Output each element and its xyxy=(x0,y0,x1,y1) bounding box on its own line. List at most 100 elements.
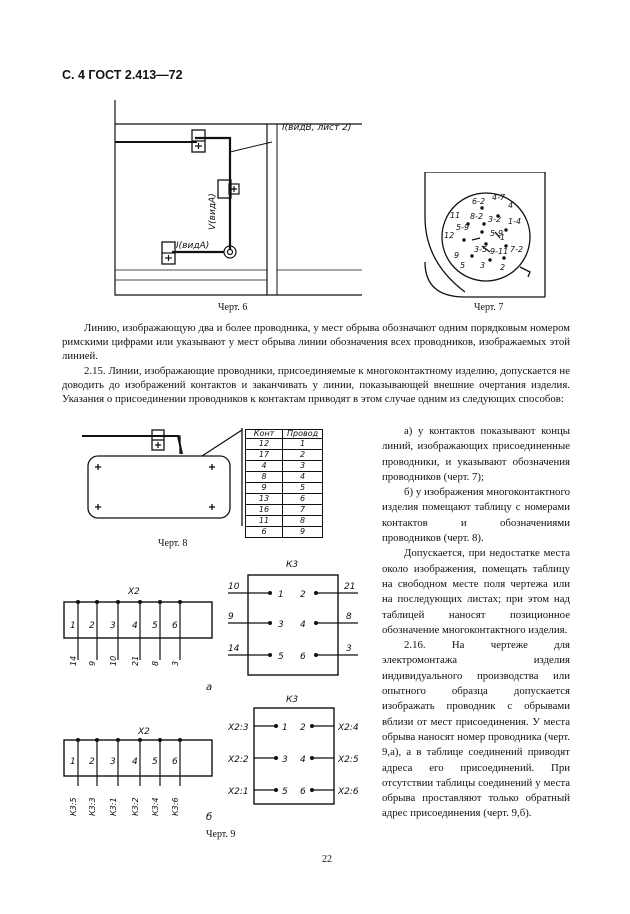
k3-contact: 4 xyxy=(300,620,306,630)
fig6-label-top: I(видВ, лист 2) xyxy=(282,123,351,133)
x2-contact: 1 xyxy=(70,621,76,631)
x2-contact: 6 xyxy=(172,621,178,631)
k3-wire-label: 14 xyxy=(228,644,240,654)
k3-contact: 6 xyxy=(300,652,306,662)
x2-contact: 2 xyxy=(89,757,95,767)
fig7-mark: 1-4 xyxy=(508,217,521,226)
x2-address-label: К3:3 xyxy=(88,797,97,816)
k3-address-label: Х2:6 xyxy=(337,787,359,797)
item-a: а) у контактов показывают концы линий, и… xyxy=(382,424,570,485)
x2-contact: 4 xyxy=(132,757,138,767)
table-cell: 4 xyxy=(245,460,283,472)
fig7-mark: 5-9 xyxy=(490,229,503,238)
x2-wire-label: 10 xyxy=(109,656,118,666)
item-2-16-text: 2.16. На чертеже для электромонтажа изде… xyxy=(382,639,570,820)
paragraph-2-15-text: 2.15. Линии, изображающие проводники, пр… xyxy=(62,365,570,406)
k3-label: К3 xyxy=(286,560,298,570)
fig7-mark: 9 xyxy=(454,251,459,260)
fig7-mark: 2 xyxy=(500,263,505,272)
table-header-wire: Провод xyxy=(281,429,324,439)
fig7-mark: 9-11 xyxy=(490,247,508,256)
k3-contact: 1 xyxy=(278,590,284,600)
x2-label: Х2 xyxy=(127,587,140,597)
table-cell: 12 xyxy=(245,438,283,450)
k3-label: К3 xyxy=(286,695,298,705)
figure-7-caption: Черт. 7 xyxy=(474,302,504,313)
page-header: С. 4 ГОСТ 2.413—72 xyxy=(62,68,183,82)
fig7-mark: 8-2 xyxy=(470,212,483,221)
k3-wire-label: 9 xyxy=(228,612,234,622)
k3-contact: 3 xyxy=(278,620,284,630)
k3-contact: 2 xyxy=(300,590,306,600)
table-cell: 8 xyxy=(281,515,324,527)
figure-9a-k3: К3 1 2 3 4 5 6 10 9 14 21 8 3 xyxy=(228,560,358,676)
table-cell: 4 xyxy=(281,471,324,483)
k3-contact: 6 xyxy=(300,787,306,797)
figure-9b-sublabel: б xyxy=(206,812,213,823)
fig7-mark: 3-5 xyxy=(474,245,487,254)
x2-contact: 5 xyxy=(152,757,158,767)
fig7-mark: 6-2 xyxy=(472,197,485,206)
fig7-mark: 4-7 xyxy=(492,193,506,202)
page-number: 22 xyxy=(322,854,332,865)
k3-contact: 5 xyxy=(278,652,284,662)
x2-wire-label: 3 xyxy=(171,661,180,666)
paragraph-breaks-text: Линию, изображающую два и более проводни… xyxy=(62,322,570,363)
x2-contact: 3 xyxy=(110,621,116,631)
item-c: Допускается, при недостатке места около … xyxy=(382,546,570,638)
fig7-contact-marks: 6-2 4-7 4 11 8-2 3-2 1-4 5-9 12 5-9 9 3-… xyxy=(444,193,523,272)
fig7-mark: 5 xyxy=(460,261,465,270)
k3-contact: 5 xyxy=(282,787,288,797)
fig6-label-vertical: V(видА) xyxy=(208,193,218,230)
x2-label: Х2 xyxy=(137,727,150,737)
table-cell: 13 xyxy=(245,493,283,505)
figure-9b-x2: Х2 1 2 3 4 5 6 К3:5 К3:3 К3:1 К3:2 К3:4 … xyxy=(63,727,213,816)
table-cell: 2 xyxy=(281,449,324,461)
k3-wire-label: 8 xyxy=(346,612,352,622)
fig7-mark: 11 xyxy=(450,211,460,220)
table-cell: 16 xyxy=(245,504,283,516)
item-2-16: 2.16. На чертеже для электромонтажа изде… xyxy=(382,638,570,822)
figure-8-caption: Черт. 8 xyxy=(158,538,188,549)
k3-contact: 4 xyxy=(300,755,306,765)
table-cell: 7 xyxy=(281,504,324,516)
figure-9-caption: Черт. 9 xyxy=(206,829,236,840)
figure-9a-x2: Х2 1 2 3 4 5 6 14 9 10 21 8 3 xyxy=(63,587,213,666)
x2-wire-label: 9 xyxy=(88,661,97,666)
fig7-mark: 12 xyxy=(444,231,454,240)
paragraph-2-15: 2.15. Линии, изображающие проводники, пр… xyxy=(62,364,570,407)
figure-7-drawing: 6-2 4-7 4 11 8-2 3-2 1-4 5-9 12 5-9 9 3-… xyxy=(424,172,546,298)
k3-contact: 3 xyxy=(282,755,288,765)
x2-contact: 5 xyxy=(152,621,158,631)
k3-contact: 2 xyxy=(300,723,306,733)
paragraph-breaks: Линию, изображающую два и более проводни… xyxy=(62,321,570,364)
figure-9a-sublabel: а xyxy=(206,682,213,693)
k3-address-label: Х2:4 xyxy=(337,723,359,733)
x2-contact: 4 xyxy=(132,621,138,631)
x2-contact: 6 xyxy=(172,757,178,767)
k3-address-label: Х2:3 xyxy=(227,723,249,733)
table-cell: 8 xyxy=(245,471,283,483)
figure-6-drawing: I(видВ, лист 2) V(видА) I(видА) xyxy=(114,100,362,296)
table-cell: 6 xyxy=(281,493,324,505)
item-b-text: б) у изображения многоконтактного издели… xyxy=(382,486,570,545)
fig7-mark: 4 xyxy=(508,201,513,210)
x2-contact: 3 xyxy=(110,757,116,767)
table-cell: 17 xyxy=(245,449,283,461)
x2-address-label: К3:2 xyxy=(131,797,140,816)
k3-contact: 1 xyxy=(282,723,288,733)
k3-address-label: Х2:2 xyxy=(227,755,249,765)
item-a-text: а) у контактов показывают концы линий, и… xyxy=(382,425,570,483)
table-cell: 9 xyxy=(281,526,324,538)
x2-wire-label: 8 xyxy=(151,661,160,666)
x2-address-label: К3:4 xyxy=(151,797,160,816)
k3-wire-label: 21 xyxy=(344,582,355,592)
fig7-mark: 3 xyxy=(480,261,485,270)
x2-address-label: К3:1 xyxy=(109,797,118,816)
item-c-text: Допускается, при недостатке места около … xyxy=(382,547,570,636)
k3-wire-label: 3 xyxy=(346,644,352,654)
figure-8-drawing xyxy=(82,428,243,526)
fig7-mark: 5-9 xyxy=(456,223,469,232)
table-cell: 11 xyxy=(245,515,283,527)
